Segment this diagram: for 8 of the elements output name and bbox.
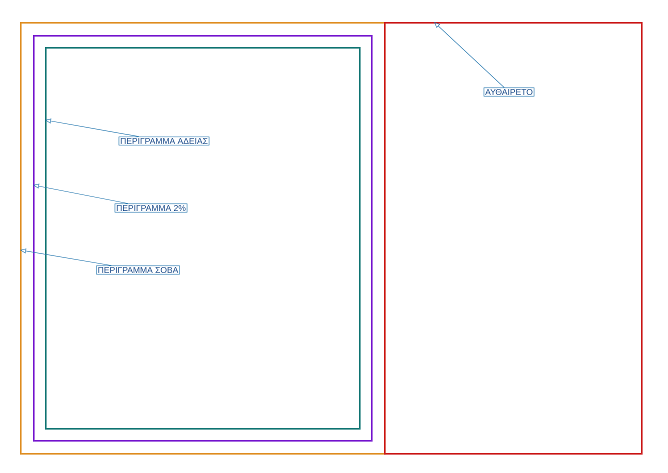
leader-label: ΠΕΡΙΓΡΑΜΜΑ ΣΟΒΑ bbox=[96, 266, 180, 274]
leader-line bbox=[33, 184, 128, 204]
leader-line bbox=[45, 118, 140, 137]
outline-rectangle bbox=[384, 22, 643, 455]
leader-line bbox=[434, 22, 504, 88]
leader-label: ΠΕΡΙΓΡΑΜΜΑ ΑΔΕΙΑΣ bbox=[118, 136, 210, 146]
leader-label: ΑΥΘΑΙΡΕΤΟ bbox=[484, 88, 534, 96]
leader-label: ΠΕΡΙΓΡΑΜΜΑ 2% bbox=[114, 204, 188, 212]
